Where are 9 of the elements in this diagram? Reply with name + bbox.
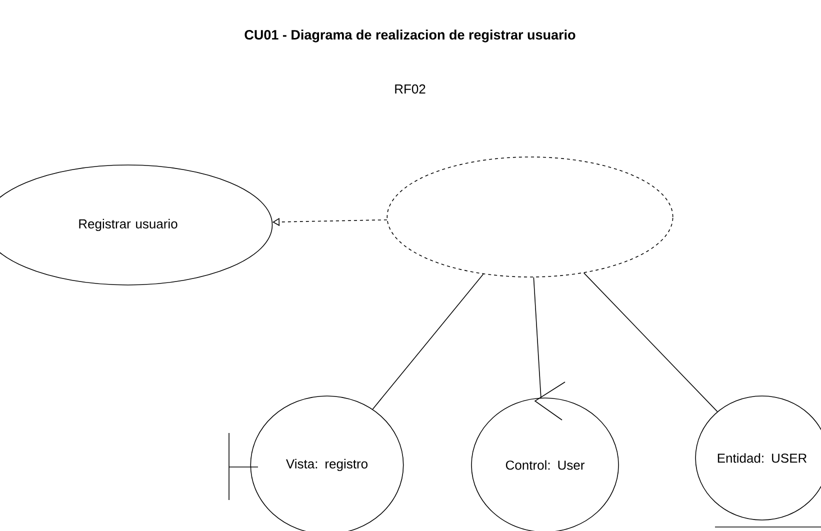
requirement-label: RF02 bbox=[395, 84, 426, 94]
title: CU01 - Diagrama de realizacion de registrar usuario bbox=[244, 30, 576, 42]
control-object: Control: User bbox=[471, 382, 619, 531]
association-line bbox=[372, 274, 484, 410]
boundary-object: Vista: registro bbox=[228, 396, 404, 531]
association-line bbox=[583, 272, 718, 412]
association-line bbox=[533, 276, 542, 398]
realization-ellipse bbox=[386, 156, 674, 278]
entity-object: Entidad: USER bbox=[695, 396, 821, 528]
